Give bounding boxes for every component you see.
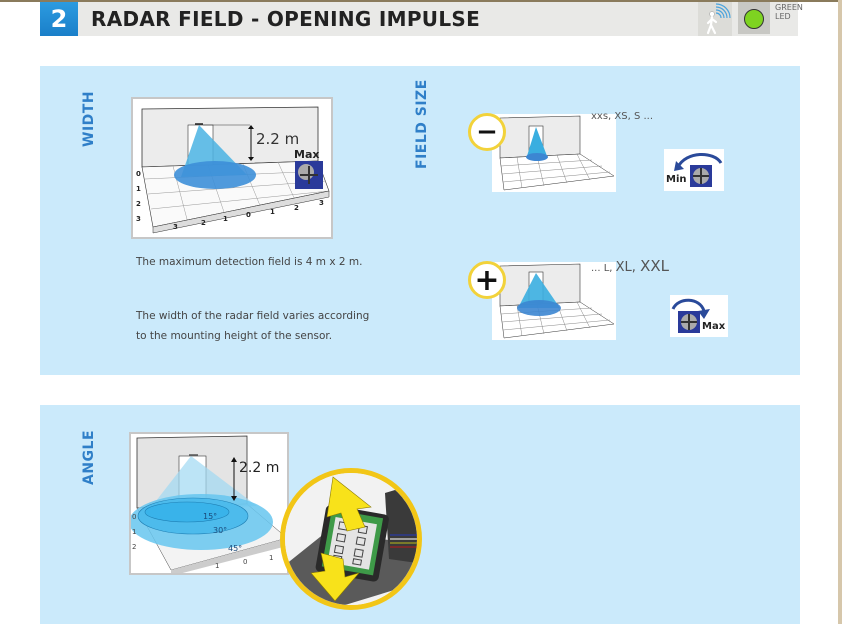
page-title: RADAR FIELD - OPENING IMPULSE [91, 7, 481, 31]
led-label-line1: GREEN [775, 3, 803, 12]
angle-15: 15° [203, 512, 218, 521]
angle-height-label: 2.2 m [239, 460, 280, 476]
led-label: GREEN LED [775, 3, 803, 21]
width-varies-text: The width of the radar field varies acco… [136, 306, 369, 346]
field-size-large-diagram [492, 262, 616, 340]
width-axis-left: 0 1 2 3 [136, 170, 141, 223]
increase-field-button[interactable]: + [468, 261, 506, 299]
led-label-line2: LED [775, 12, 791, 21]
field-size-small-diagram [492, 114, 616, 192]
width-height-label: 2.2 m [256, 130, 300, 148]
angle-axis-bottom-0: 0 [243, 558, 248, 566]
section-header: 2 RADAR FIELD - OPENING IMPULSE GREEN LE… [40, 2, 803, 36]
led-dot [744, 9, 764, 29]
width-varies-line1: The width of the radar field varies acco… [136, 310, 370, 322]
angle-diagram: 2.2 m 15° 30° 45° 0 1 2 1 0 1 [129, 432, 289, 575]
angle-label: ANGLE [81, 429, 97, 485]
large-sizes-text: ... L, XL, XXL [591, 257, 669, 275]
min-knob-icon: Min [664, 149, 724, 191]
small-sizes-text: xxs, XS, S ... [591, 111, 654, 122]
section-number-badge: 2 [40, 2, 78, 36]
green-led-icon [738, 2, 770, 34]
max-knob-rotate-icon: Max [670, 295, 728, 337]
width-label: WIDTH [81, 90, 97, 147]
angle-axis-bottom-1b: 1 [269, 554, 274, 562]
max-detection-text: The maximum detection field is 4 m x 2 m… [136, 256, 363, 268]
width-fieldsize-panel: WIDTH 2.2 m Max [40, 66, 800, 375]
page-edge [838, 0, 842, 624]
angle-panel: ANGLE 2.2 m 15° 30° 45° 0 1 2 1 0 1 [40, 405, 800, 624]
top-border [0, 0, 842, 2]
radar-person-icon [698, 2, 732, 36]
angle-45: 45° [228, 544, 243, 553]
field-size-label: FIELD SIZE [414, 79, 430, 169]
angle-30: 30° [213, 526, 228, 535]
sensor-tilt-illustration [280, 468, 422, 610]
max-knob-icon [295, 161, 323, 189]
decrease-field-button[interactable]: − [468, 113, 506, 151]
width-varies-line2: to the mounting height of the sensor. [136, 330, 333, 342]
width-diagram: 2.2 m Max 0 1 2 3 3 2 1 0 1 2 3 [131, 97, 333, 239]
angle-axis-bottom-1: 1 [215, 562, 220, 570]
width-knob-label: Max [294, 148, 320, 161]
angle-axis-left: 0 1 2 [132, 513, 137, 551]
